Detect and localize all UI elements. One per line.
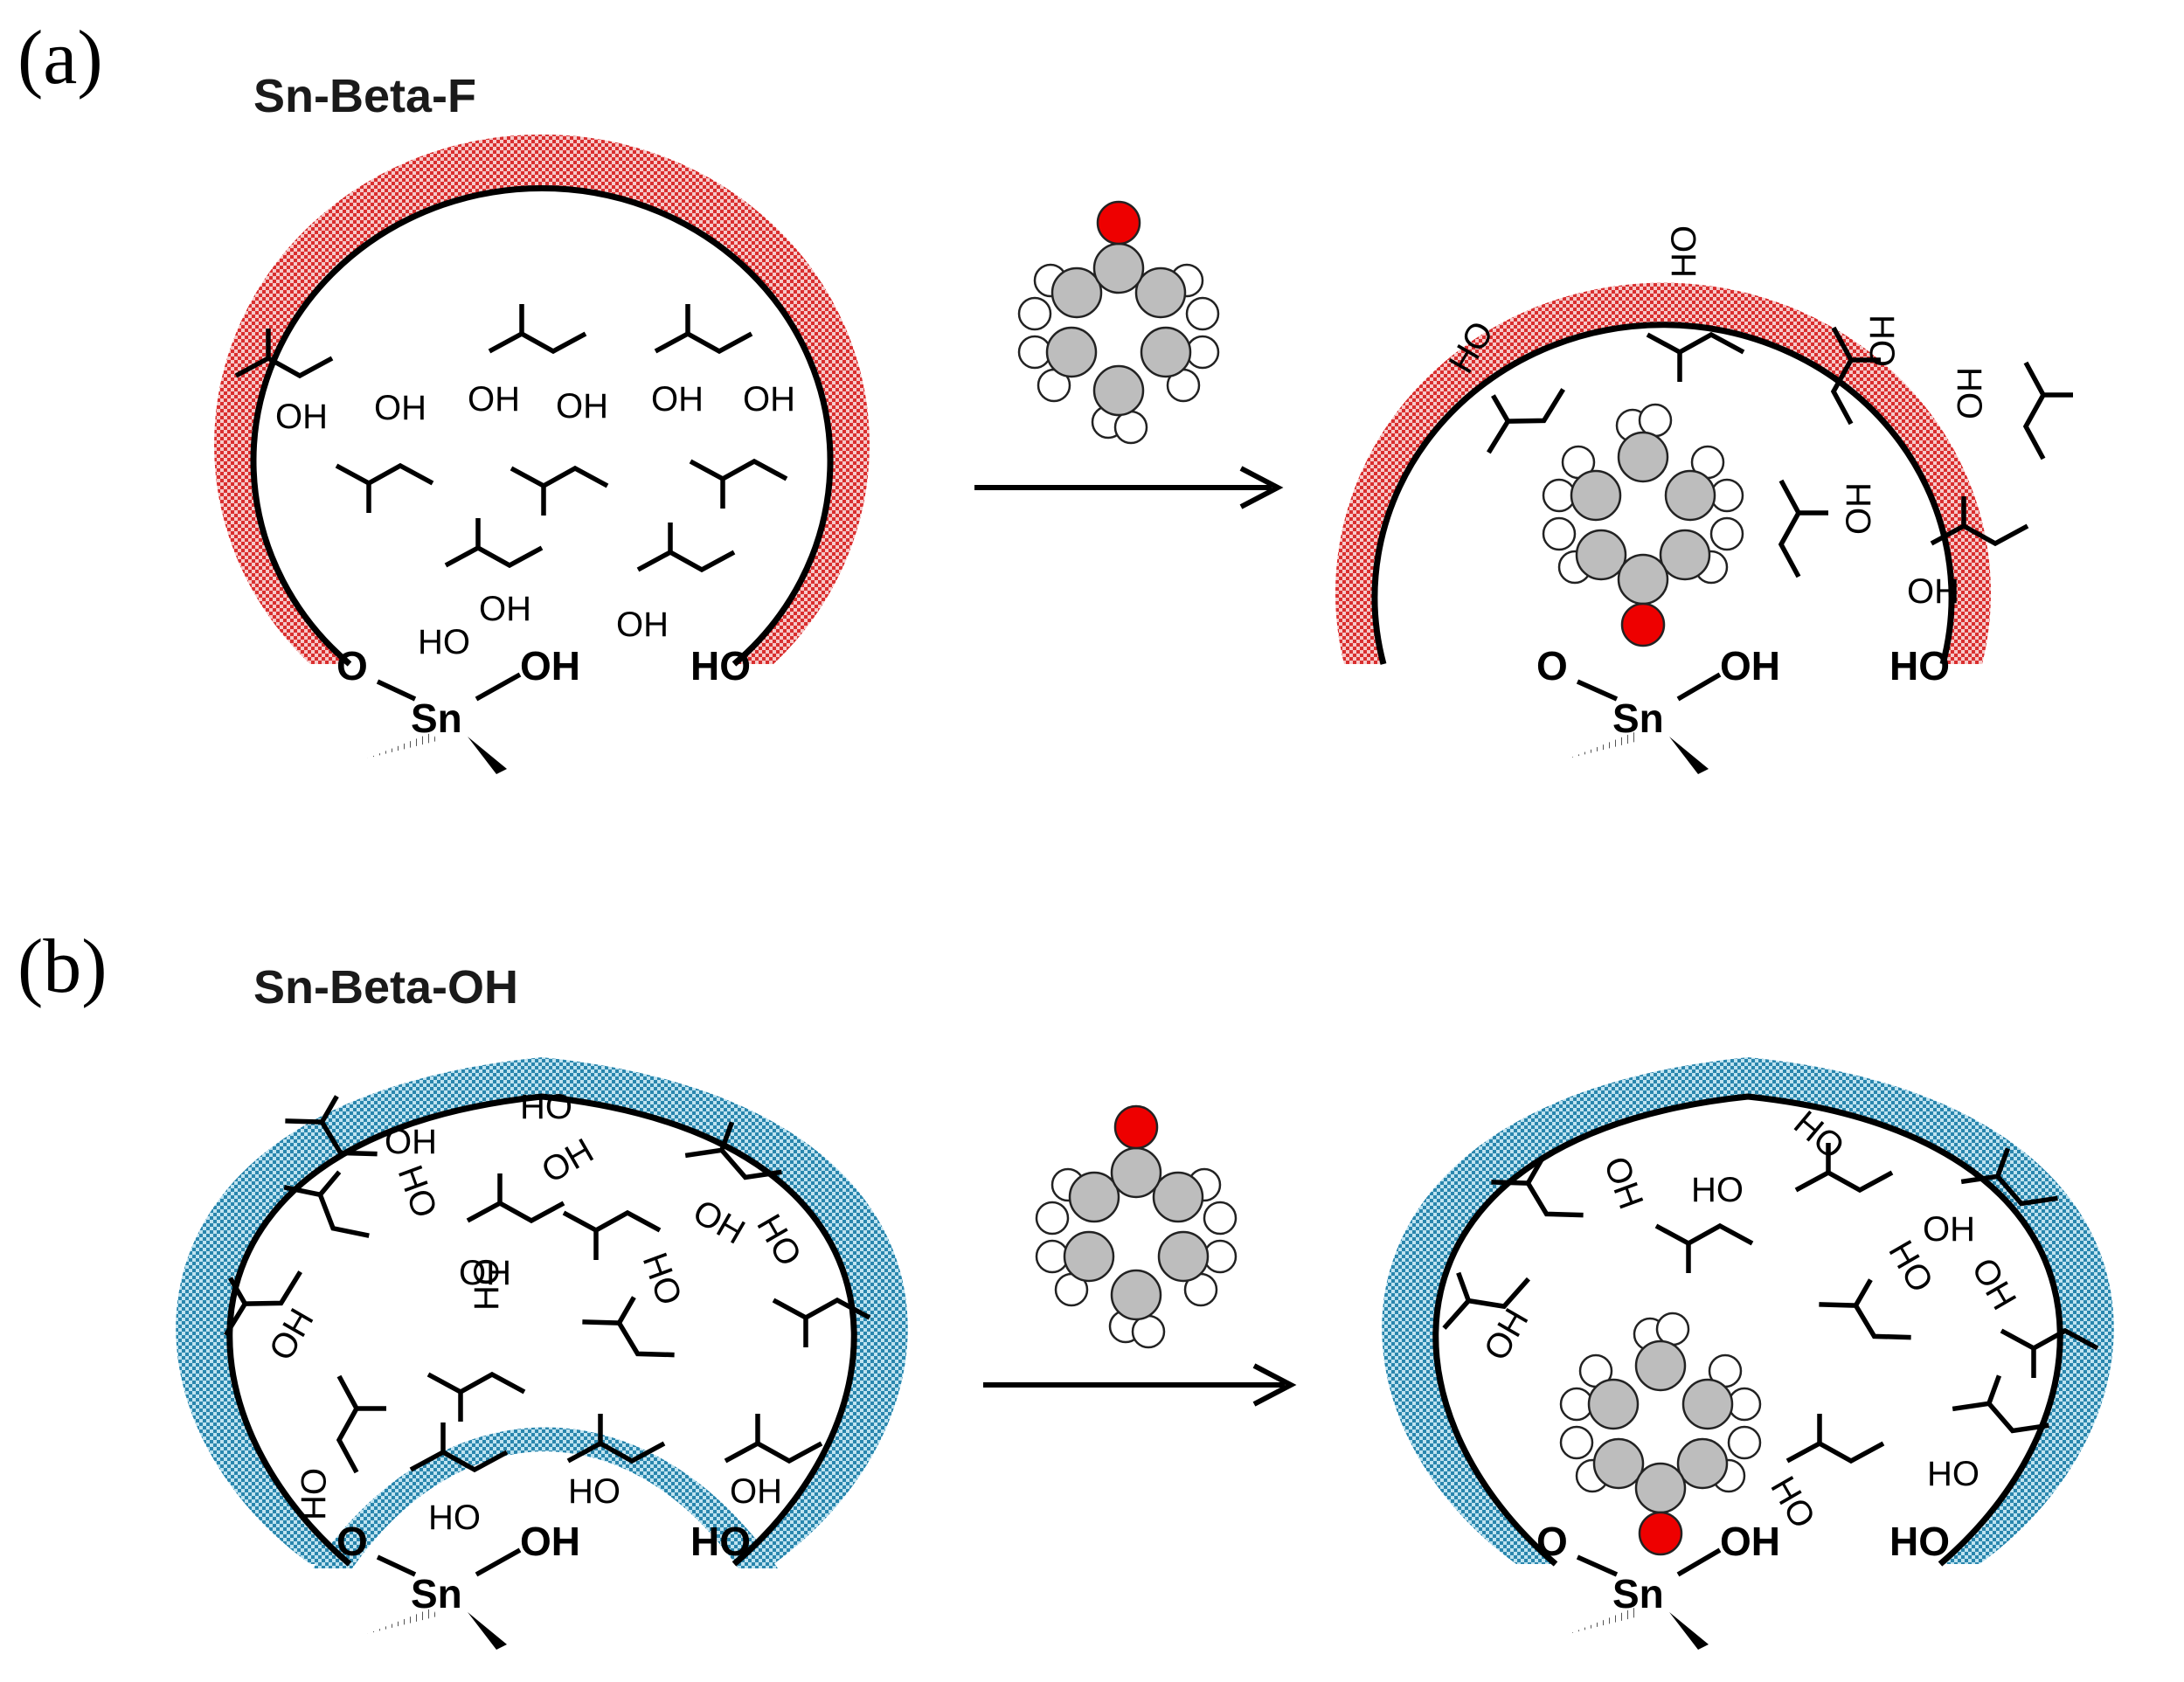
oh-label: OH [651, 380, 704, 419]
oh-label: HO [1665, 225, 1703, 278]
oh-label: HO [568, 1472, 621, 1511]
oh-label: HO [520, 1088, 572, 1126]
cyclohexanone-molecule [1017, 200, 1220, 445]
oh-label: HO [749, 1208, 808, 1273]
solvent-2-butanol-group: OH HO OH HO OH OH HO HO OH HO OH HO HO O… [202, 1080, 870, 1537]
oh-label: HO [635, 1248, 690, 1310]
sn-site: O Sn OH HO [336, 643, 751, 774]
oh-label: HO [468, 1258, 506, 1311]
reaction-arrow [974, 466, 1284, 509]
solvent-2-butanol-group: OH OH OH OH OH OH OH HO OH [236, 304, 795, 661]
panel-b-cage-before-shell [176, 1057, 908, 1567]
site-o-label: O [336, 1519, 368, 1564]
oh-label: OH [385, 1123, 437, 1161]
site-sn-label: Sn [411, 1571, 462, 1616]
zeolite-shell-blue [313, 1427, 778, 1568]
site-oh-label: OH [1720, 643, 1780, 689]
site-sn-label: Sn [1612, 696, 1664, 741]
oh-label: OH [616, 606, 669, 644]
oh-label: OH [1923, 1210, 1975, 1249]
oh-label: HO [418, 623, 470, 661]
sn-site: O Sn OH HO [1536, 1519, 1950, 1650]
panel-a-cage-before [213, 134, 870, 667]
oh-label: OH [1597, 1152, 1651, 1214]
panel-b-cage-before [313, 1427, 778, 1568]
oh-label: OH [1907, 572, 1959, 611]
site-ho-label: HO [690, 1519, 751, 1564]
site-oh-label: OH [520, 643, 580, 689]
sn-site: O Sn OH HO [1536, 643, 1950, 774]
oh-label: HO [1950, 367, 1988, 419]
site-oh-label: OH [1720, 1519, 1780, 1564]
panel-b-title: Sn-Beta-OH [253, 961, 518, 1014]
site-oh-label: OH [520, 1519, 580, 1564]
oh-label: OH [743, 380, 795, 419]
oh-label: OH [730, 1472, 782, 1511]
oh-label: OH [687, 1193, 752, 1252]
oh-label: OH [459, 1254, 511, 1292]
panel-a-cage-after [1335, 282, 1991, 665]
oh-label: OH [294, 1468, 332, 1520]
panel-b-cage-after-shell [1382, 1057, 2114, 1567]
oh-label: HO [428, 1499, 481, 1537]
cyclohexanone-molecule [1035, 1104, 1238, 1349]
oh-label: OH [1477, 1303, 1536, 1367]
cyclohexanone-adsorbed [1542, 403, 1744, 647]
reaction-arrow [983, 1363, 1297, 1407]
panel-a-letter: (a) [17, 16, 103, 100]
oh-label: OH [1964, 1252, 2023, 1317]
site-o-label: O [1536, 643, 1568, 689]
site-ho-label: HO [1889, 643, 1950, 689]
oh-label: OH [374, 389, 426, 427]
oh-label: OH [479, 590, 531, 628]
oh-label: OH [556, 387, 608, 426]
oh-label: OH [1840, 482, 1878, 535]
site-sn-label: Sn [411, 696, 462, 741]
panel-a-title: Sn-Beta-F [253, 70, 476, 122]
oh-label: OH [275, 398, 328, 436]
oh-label: OH [536, 1132, 600, 1191]
site-ho-label: HO [1889, 1519, 1950, 1564]
oh-label: HO [1691, 1171, 1744, 1209]
oh-label: OH [468, 380, 520, 419]
panel-b-letter: (b) [17, 924, 107, 1009]
site-ho-label: HO [690, 643, 751, 689]
zeolite-shell-red [213, 134, 870, 665]
site-o-label: O [336, 643, 368, 689]
site-sn-label: Sn [1612, 1571, 1664, 1616]
site-o-label: O [1536, 1519, 1568, 1564]
oh-label: HO [1927, 1455, 1979, 1493]
sn-site: O Sn OH HO [336, 1519, 751, 1650]
oh-label: HO [391, 1160, 445, 1222]
oh-label: HO [1862, 315, 1901, 367]
oh-label: OH [262, 1303, 322, 1367]
